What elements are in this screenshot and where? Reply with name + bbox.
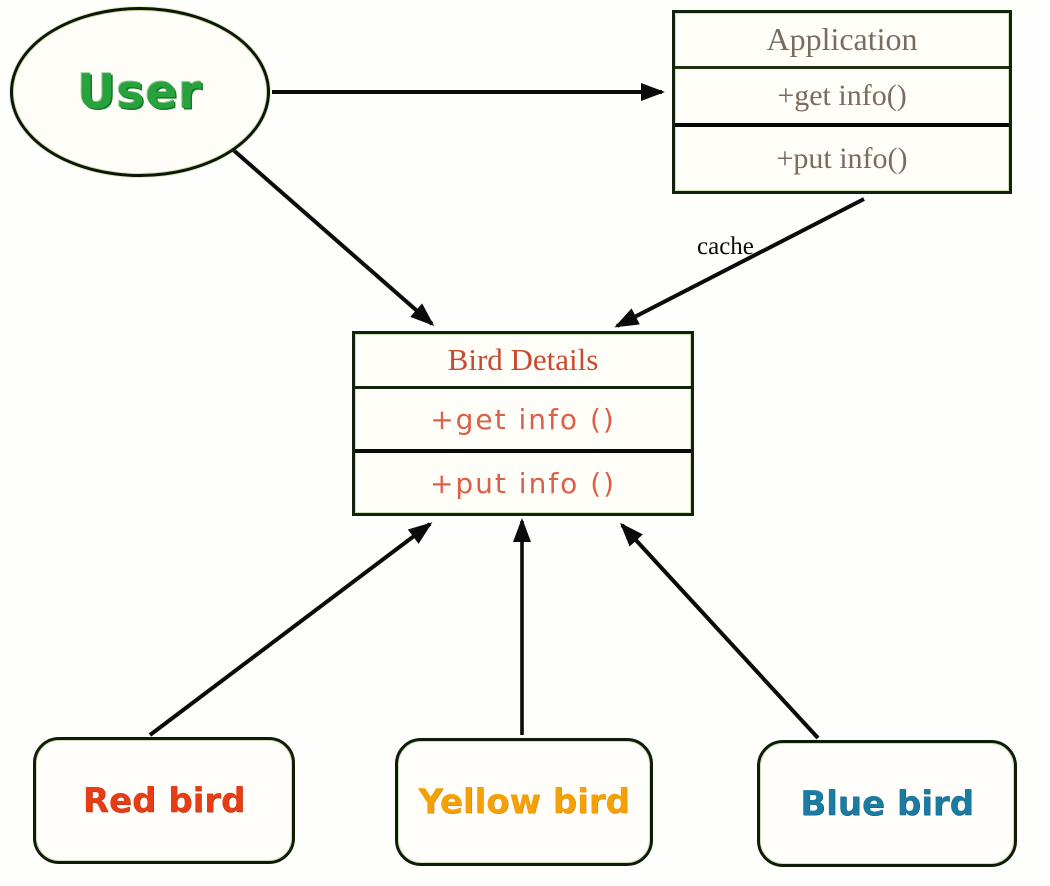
bird-details-method-put-info: +put info () — [429, 466, 617, 500]
edge-application-bird-details-cache — [614, 197, 865, 328]
node-blue-bird: Blue bird — [757, 740, 1017, 867]
application-method-put-info: +put info() — [776, 142, 908, 175]
bird-details-method-get-info: +get info () — [355, 389, 691, 453]
application-method-get-info: +get info() — [675, 69, 1009, 127]
red-bird-label: Red bird — [82, 780, 246, 821]
user-label: User — [77, 64, 203, 120]
blue-bird-label: Blue bird — [800, 783, 974, 824]
edge-user-bird-details — [229, 146, 435, 326]
node-red-bird: Red bird — [33, 737, 295, 864]
node-bird-details: Bird Details +get info () +put info () — [352, 331, 694, 516]
node-yellow-bird: Yellow bird — [395, 738, 653, 866]
edge-red-bird-bird-details — [148, 522, 433, 737]
edge-blue-bird-bird-details — [619, 522, 820, 740]
application-title: Application — [675, 13, 1009, 69]
edge-label-cache: cache — [697, 233, 754, 260]
node-application: Application +get info() +put info() — [672, 10, 1012, 194]
node-user: User — [10, 7, 270, 177]
yellow-bird-label: Yellow bird — [418, 782, 630, 822]
bird-details-title: Bird Details — [355, 334, 691, 389]
